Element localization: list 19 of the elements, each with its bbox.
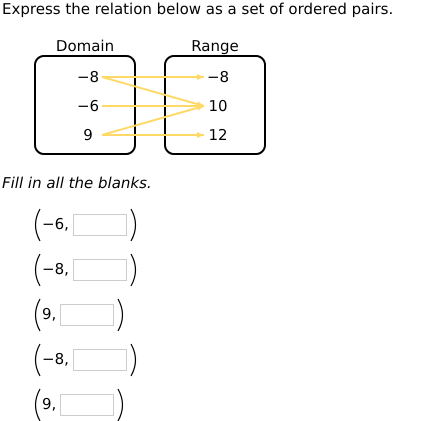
set-heading: Domain <box>54 37 116 55</box>
set-value: −8 <box>206 68 230 86</box>
set-value: −8 <box>76 68 100 86</box>
set-heading: Range <box>190 37 240 55</box>
set-value: 9 <box>76 126 100 144</box>
set-value: −6 <box>76 97 100 115</box>
question-text: Express the relation below as a set of ordered pairs. <box>2 0 394 18</box>
instruction-text: Fill in all the blanks. <box>2 174 152 192</box>
arrow <box>102 132 204 138</box>
set-value: 10 <box>206 97 230 115</box>
arrow <box>102 105 204 136</box>
arrow <box>102 76 204 107</box>
pair-first-value: 9, <box>42 395 56 413</box>
pair-first-value: −8, <box>42 260 69 278</box>
set-value: 12 <box>206 126 230 144</box>
pair-first-value: 9, <box>42 305 56 323</box>
arrow <box>102 74 204 80</box>
pair-first-value: −6, <box>42 215 69 233</box>
pair-first-value: −8, <box>42 350 69 368</box>
